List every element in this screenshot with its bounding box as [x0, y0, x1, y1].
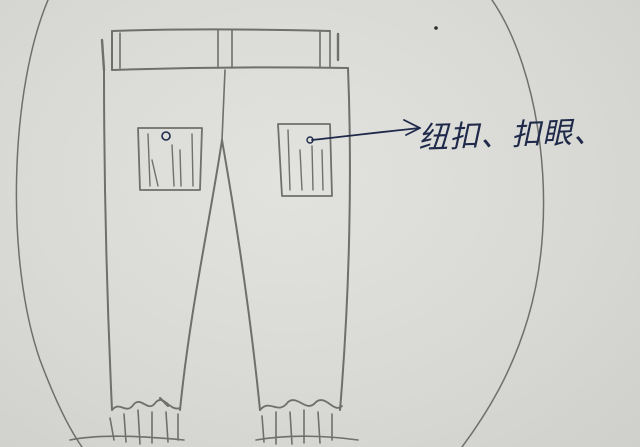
right-pocket	[277, 123, 333, 197]
left-outer-seam	[103, 69, 113, 411]
right-cuff-ruffle	[255, 399, 359, 445]
annotation-label: 纽扣、扣眼、	[417, 114, 605, 157]
right-inseam	[221, 139, 261, 411]
annotation-arrow	[311, 119, 421, 141]
ink-dot	[434, 26, 438, 30]
left-inseam	[179, 139, 223, 411]
background-circle-left-arc	[15, 0, 83, 447]
left-button-icon	[161, 131, 171, 141]
left-cuff-ruffle	[69, 396, 185, 445]
center-fly	[221, 69, 226, 141]
right-outer-seam	[339, 67, 351, 411]
background-circle-right-arc	[461, 0, 545, 447]
waistband	[100, 28, 349, 72]
left-pocket	[137, 127, 203, 191]
